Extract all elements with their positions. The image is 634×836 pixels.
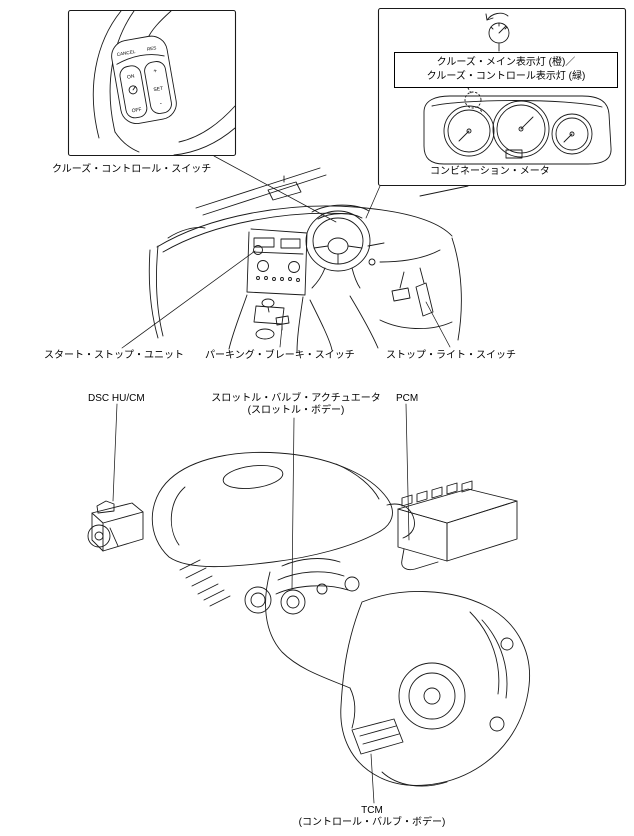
pcm-drawing — [397, 480, 518, 571]
start-stop-unit-drawing — [253, 245, 263, 255]
cruise-switch-label: クルーズ・コントロール・スイッチ — [52, 164, 212, 175]
cruise-indicator-line2: クルーズ・コントロール表示灯 (緑) — [426, 71, 586, 82]
tcm-sub-label: (コントロール・バルブ・ボデー) — [298, 817, 446, 828]
pod-set-label: SET — [153, 86, 164, 94]
pod-off-label: OFF — [131, 107, 142, 115]
interior-leader-lines — [121, 250, 451, 349]
meter-callout-box — [377, 7, 627, 187]
pod-cancel-label: CANCEL — [116, 49, 136, 57]
callout-leader-lines — [213, 155, 381, 223]
cruise-indicator-line1: クルーズ・メイン表示灯 (橙)／ — [436, 57, 576, 68]
engine-drawing — [87, 452, 531, 787]
pcm-label: PCM — [396, 393, 419, 404]
pod-res-label: RES — [147, 45, 157, 52]
dsc-unit-drawing — [87, 500, 144, 552]
instrument-cluster-drawing — [423, 95, 612, 165]
throttle-body-sub-label: (スロットル・ボデー) — [247, 405, 345, 416]
parking-brake-switch-label: パーキング・ブレーキ・スイッチ — [205, 350, 355, 361]
pod-minus-label: - — [159, 101, 162, 107]
indicator-locator-dots — [464, 87, 484, 114]
transmission-drawing — [340, 591, 531, 787]
fin-lines — [179, 559, 231, 607]
tcm-label: TCM — [361, 805, 383, 816]
accelerator-pedal-drawing — [415, 282, 434, 317]
cruise-indicator-label-box: クルーズ・メイン表示灯 (橙)／ クルーズ・コントロール表示灯 (緑) — [394, 52, 618, 88]
combination-meter-label: コンビネーション・メータ — [430, 166, 550, 177]
dsc-hucm-label: DSC HU/CM — [88, 393, 145, 404]
engine-leader-lines — [112, 403, 410, 804]
cruise-switch-callout-box: CANCEL RES ON OFF + SET - — [67, 9, 237, 157]
start-stop-unit-label: スタート・ストップ・ユニット — [44, 350, 184, 361]
tcm-drawing — [351, 718, 404, 755]
cruise-switch-pod: CANCEL RES ON OFF + SET - — [111, 35, 177, 124]
cruise-glyph-icon — [128, 85, 138, 95]
engine-cover-drawing — [151, 452, 393, 568]
dashboard-drawing — [148, 167, 469, 353]
cruise-indicator-icon — [485, 12, 510, 44]
parking-brake-switch-drawing — [275, 315, 290, 326]
brake-pedal-drawing — [391, 287, 411, 302]
throttle-actuator-label: スロットル・バルブ・アクチュエータ — [211, 393, 381, 404]
stop-light-switch-label: ストップ・ライト・スイッチ — [386, 350, 516, 361]
pod-plus-label: + — [153, 68, 158, 75]
pod-on-label: ON — [127, 73, 136, 80]
intake-throttle-drawing — [244, 503, 415, 689]
throttle-body-drawing — [280, 589, 306, 615]
